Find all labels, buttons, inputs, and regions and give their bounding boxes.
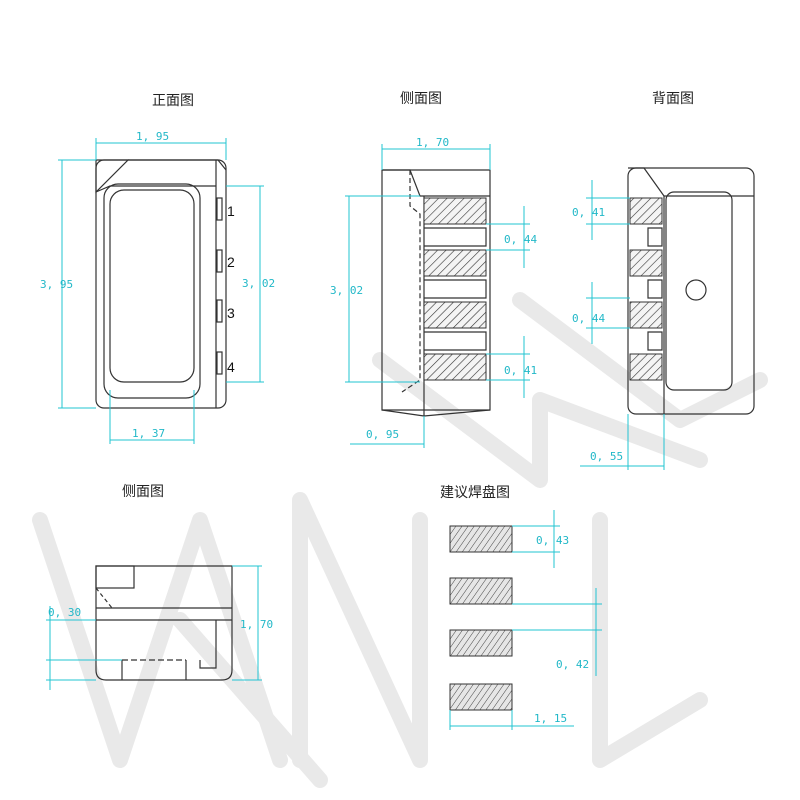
dimension-label: 1, 15 xyxy=(534,712,567,725)
dimension-label: 3, 02 xyxy=(330,284,363,297)
pad-layout-title: 建议焊盘图 xyxy=(440,484,510,501)
side-view xyxy=(381,169,491,417)
pin-label: 3 xyxy=(227,305,235,321)
front-view-title: 正面图 xyxy=(152,93,194,109)
pin-label: 2 xyxy=(227,254,235,270)
dimension-label: 1, 70 xyxy=(416,136,449,149)
dimension-label: 0, 43 xyxy=(536,534,569,547)
back-view-dimensions: 0, 41 0, 44 0, 55 xyxy=(572,180,665,470)
dimension-label: 0, 95 xyxy=(366,428,399,441)
pin-label: 1 xyxy=(227,203,235,219)
dimension-label: 0, 41 xyxy=(572,206,605,219)
side-view-title: 侧面图 xyxy=(400,91,442,107)
solder-pad xyxy=(449,683,513,711)
dimension-label: 0, 44 xyxy=(572,312,605,325)
side-view-dimensions: 1, 70 3, 02 0, 44 0, 41 0, 95 xyxy=(330,136,537,448)
dimension-label: 0, 44 xyxy=(504,233,537,246)
dimension-label: 1, 70 xyxy=(240,618,273,631)
dimension-label: 0, 30 xyxy=(48,606,81,619)
pad-layout-dimensions: 0, 43 0, 42 1, 15 xyxy=(449,510,602,730)
dimension-label: 1, 37 xyxy=(132,427,165,440)
side-view-2-title: 侧面图 xyxy=(122,484,164,500)
side-view-2-dimensions: 0, 30 1, 70 xyxy=(46,565,273,690)
pin-label: 4 xyxy=(227,359,235,375)
solder-pad xyxy=(449,629,513,657)
watermark xyxy=(32,292,768,788)
dimension-label: 0, 41 xyxy=(504,364,537,377)
side-view-2 xyxy=(95,565,233,681)
back-view xyxy=(627,167,755,415)
front-view: 1 2 3 4 xyxy=(95,159,235,409)
dimension-label: 1, 95 xyxy=(136,130,169,143)
dimension-label: 0, 42 xyxy=(556,658,589,671)
front-dimensions: 1, 95 3, 95 3, 02 1, 37 xyxy=(40,130,275,444)
dimension-label: 0, 55 xyxy=(590,450,623,463)
dimension-label: 3, 95 xyxy=(40,278,73,291)
solder-pad xyxy=(449,525,513,553)
pad-layout xyxy=(449,525,513,711)
dimension-label: 3, 02 xyxy=(242,277,275,290)
solder-pad xyxy=(449,577,513,605)
back-view-title: 背面图 xyxy=(652,91,694,107)
